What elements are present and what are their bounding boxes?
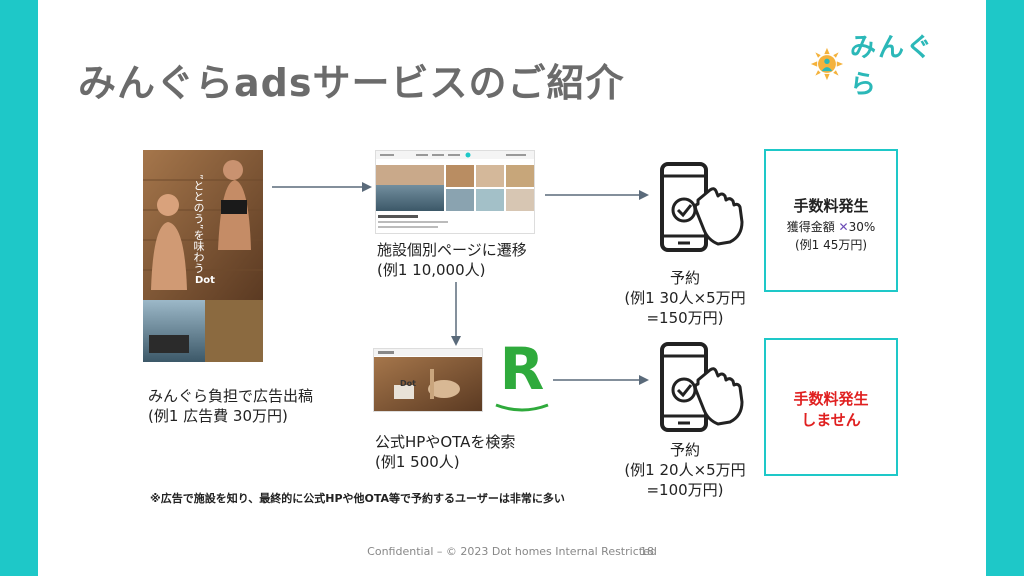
booking1-caption-line3: =150万円) [646,309,724,327]
facility-caption-line1: 施設個別ページに遷移 [377,241,527,259]
arrow-right-icon [553,375,649,385]
ad-caption-line2: (例1 広告費 30万円) [148,407,288,425]
smartphone-tap-icon [660,162,744,252]
booking2-caption-line2: (例1 20人×5万円 [624,461,746,479]
ad-catchcopy: ”ととのう”を味わう [192,174,205,274]
booking1-caption-line2: (例1 30人×5万円 [624,289,746,307]
ad-brand: Dot [195,275,215,286]
arrow-down-icon [451,282,461,346]
facility-caption: 施設個別ページに遷移 (例1 10,000人) [377,240,527,280]
ad-caption: みんぐら負担で広告出稿 (例1 広告費 30万円) [148,386,313,426]
fee-detail-prefix: 獲得金額 [786,220,835,234]
fee-box: 手数料発生 獲得金額 ✕30% (例1 45万円) [764,149,898,292]
search-caption-line1: 公式HPやOTAを検索 [375,433,516,451]
facility-page-graphic [376,151,534,228]
smartphone-tap-icon [660,342,744,432]
page-number: 18 [640,545,654,558]
search-caption: 公式HPやOTAを検索 (例1 500人) [375,432,515,472]
booking2-caption-line1: 予約 [669,441,700,459]
right-accent-bar [986,0,1024,576]
left-accent-bar [0,0,38,576]
ad-caption-line1: みんぐら負担で広告出稿 [148,387,314,405]
booking2-caption: 予約 (例1 20人×5万円 =100万円) [600,440,770,500]
no-fee-box: 手数料発生 しません [764,338,898,476]
rakuten-swoosh [495,403,549,412]
booking1-caption: 予約 (例1 30人×5万円 =150万円) [600,268,770,328]
official-hp-screenshot: Dot [373,348,483,412]
confidential-footer: Confidential – © 2023 Dot homes Internal… [367,545,657,558]
fee-example: (例1 45万円) [794,238,868,252]
fee-detail: 獲得金額 ✕30% [766,218,896,235]
logo-text: みんぐら [849,33,934,100]
official-hp-graphic [374,349,482,411]
fee-detail-rate: 30% [848,220,876,234]
arrow-right-icon [545,190,649,200]
booking2-caption-line3: =100万円) [646,481,724,499]
facility-caption-line2: (例1 10,000人) [377,261,486,279]
minggura-logo: みんぐら [810,33,950,100]
booking1-caption-line1: 予約 [669,269,700,287]
ad-creative-image: ”ととのう”を味わう Dot [143,150,263,362]
fee-cross-mark: ✕ [838,220,849,234]
ad-creative-graphic [143,150,263,362]
rakuten-letter: R [499,335,545,403]
facility-page-screenshot [375,150,535,234]
arrow-right-icon [272,182,372,192]
search-caption-line2: (例1 500人) [375,453,460,471]
logo-sun-icon [810,47,844,81]
rakuten-logo: R [492,340,552,412]
fee-title: 手数料発生 [793,197,869,215]
official-hp-brand: Dot [400,379,416,388]
footnote: ※広告で施設を知り、最終的に公式HPや他OTA等で予約するユーザーは非常に多い [150,492,565,505]
slide-title: みんぐらadsサービスのご紹介 [78,61,625,105]
no-fee-line1: 手数料発生 [793,390,869,408]
no-fee-line2: しません [801,411,861,429]
